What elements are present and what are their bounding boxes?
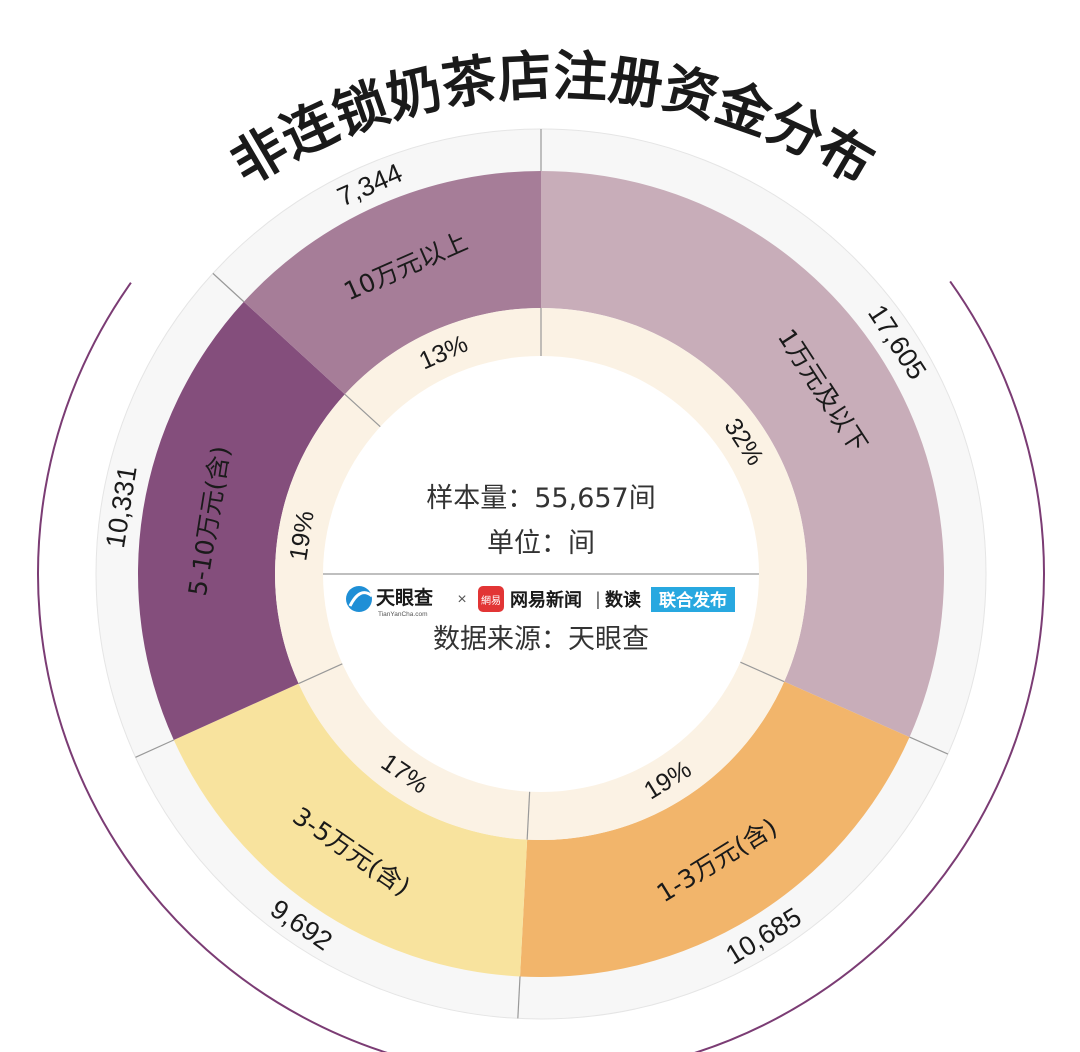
netease-badge-text: 網易	[481, 594, 501, 607]
sample-size-label: 样本量：55,657间	[426, 483, 655, 514]
tianyancha-domain: TianYanCha.com	[378, 611, 428, 618]
logo-divider: |	[596, 589, 601, 609]
frame-arc-right	[694, 280, 1045, 1052]
segment-1	[520, 681, 910, 977]
outer-separator-3	[135, 739, 175, 758]
times-sign: ×	[457, 591, 466, 608]
outer-separator-2	[517, 976, 521, 1019]
unit-label: 单位：间	[487, 528, 595, 559]
shudu-name: 数读	[605, 589, 641, 611]
netease-badge	[478, 586, 504, 612]
tianyancha-swoosh-icon	[348, 591, 373, 607]
outer-separator-1	[909, 736, 949, 755]
tianyancha-logo: 天眼查 TianYanCha.com	[346, 586, 434, 618]
inner-separator-4	[344, 393, 381, 428]
joint-release-text: 联合发布	[659, 590, 727, 611]
segment-4	[243, 171, 542, 395]
outer-separators	[135, 129, 949, 1019]
tianyancha-mark-icon	[346, 586, 372, 612]
segments-group	[138, 171, 945, 977]
inner-separator-2	[526, 791, 531, 840]
frame-arc-left	[37, 282, 388, 1052]
joint-release-badge	[651, 587, 735, 612]
inner-separators	[298, 308, 785, 840]
segment-2	[173, 683, 528, 977]
inner-separator-1	[740, 661, 785, 683]
segment-0	[541, 171, 945, 738]
inner-separator-3	[298, 663, 343, 685]
segment-3	[138, 301, 345, 741]
netease-news-name: 网易新闻	[510, 589, 582, 611]
netease-logo: 網易 网易新闻	[478, 586, 582, 612]
logo-row: 天眼查 TianYanCha.com × 網易 网易新闻 | 数读 联合发布	[346, 586, 735, 618]
data-source-label: 数据来源：天眼查	[433, 624, 649, 655]
frame-arcs	[37, 280, 1045, 1052]
tianyancha-name: 天眼查	[376, 586, 434, 609]
outer-separator-4	[212, 272, 245, 303]
